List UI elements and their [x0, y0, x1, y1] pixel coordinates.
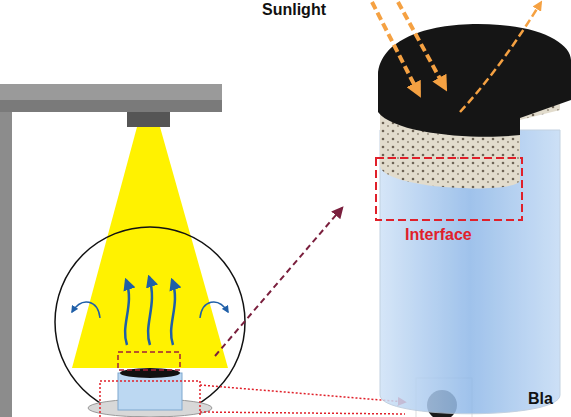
zoom-arrow — [215, 208, 342, 356]
zoom-box-dotted — [100, 381, 200, 417]
beaker — [118, 373, 182, 410]
zoom-lines — [200, 385, 405, 414]
text-label: Sunlight — [262, 1, 326, 19]
sunlight-arrows — [372, 2, 540, 112]
stand-arm — [0, 84, 222, 100]
text-label: Bla — [528, 390, 553, 408]
text-label: Interface — [405, 226, 472, 244]
zoom-box — [118, 352, 180, 370]
enclosure-outline — [55, 227, 245, 417]
lamp-head — [127, 112, 170, 127]
interface-box — [376, 158, 522, 220]
absorber-layer — [378, 24, 571, 137]
stand-arm-side — [0, 100, 222, 112]
light-beam — [72, 127, 228, 368]
stand-pole — [0, 84, 12, 417]
vapor-arrows — [72, 277, 228, 345]
